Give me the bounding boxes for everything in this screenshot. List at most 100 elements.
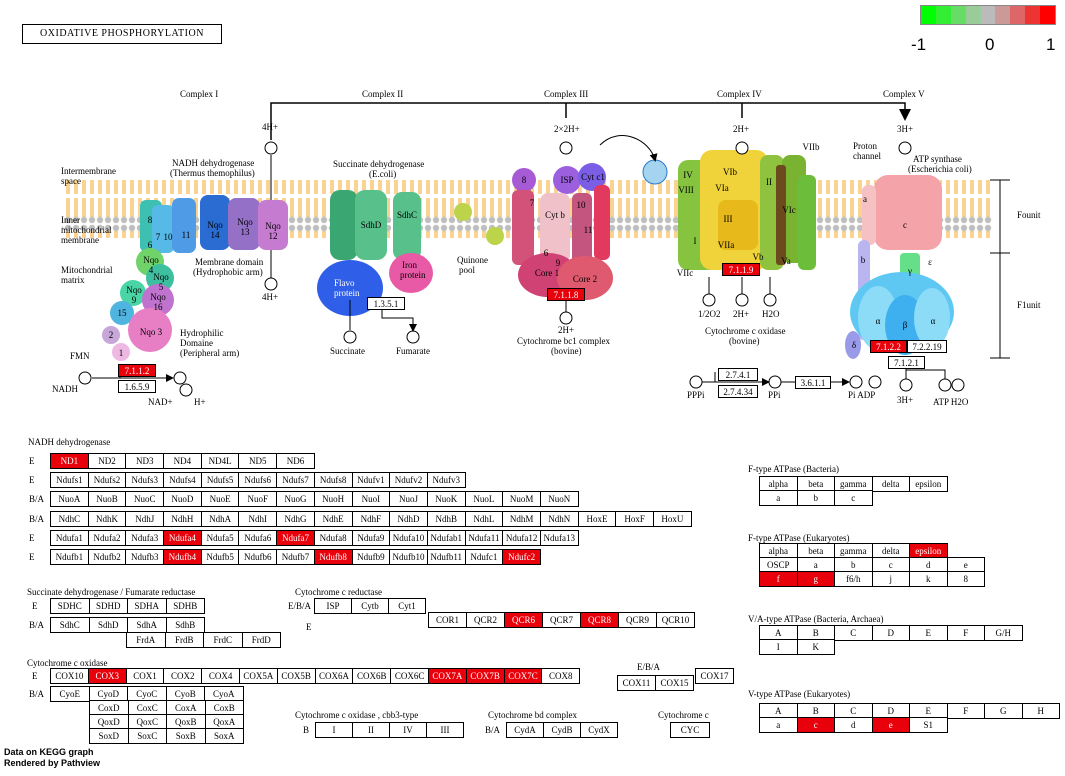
gene-nd4l[interactable]: ND4L [200,453,240,469]
gene-sdhc[interactable]: SDHC [50,598,90,614]
gene-cyt1[interactable]: Cyt1 [388,598,426,614]
gene-cor1[interactable]: COR1 [428,612,467,628]
gene-ndufs7[interactable]: Ndufs7 [276,472,315,488]
gene-cydx[interactable]: CydX [580,722,618,738]
gene-cyda[interactable]: CydA [506,722,544,738]
gene-ndufv3[interactable]: Ndufv3 [426,472,466,488]
gene-nuod[interactable]: NuoD [163,491,202,507]
gene-qcr6[interactable]: QCR6 [504,612,543,628]
gene-d[interactable]: d [834,717,873,733]
gene-g[interactable]: g [796,571,835,587]
gene-cox6c[interactable]: COX6C [390,668,429,684]
gene-cox2[interactable]: COX2 [163,668,203,684]
gene-nuog[interactable]: NuoG [276,491,315,507]
gene-ndufb9[interactable]: Ndufb9 [351,549,391,565]
gene-soxb[interactable]: SoxB [166,728,206,744]
gene-f6-h[interactable]: f6/h [834,571,873,587]
gene-cox15[interactable]: COX15 [655,675,694,691]
gene-cox8[interactable]: COX8 [541,668,581,684]
gene-ndufa1[interactable]: Ndufa1 [50,530,89,546]
gene-nuof[interactable]: NuoF [238,491,278,507]
gene-ndhk[interactable]: NdhK [87,511,127,527]
gene-hoxu[interactable]: HoxU [653,511,692,527]
gene-cytb[interactable]: Cytb [351,598,389,614]
gene-ndufb11[interactable]: Ndufb11 [426,549,466,565]
gene-ndufs6[interactable]: Ndufs6 [238,472,278,488]
gene-frda[interactable]: FrdA [126,632,166,648]
gene-c[interactable]: C [834,625,873,641]
gene-soxa[interactable]: SoxA [204,728,244,744]
ec-node-2-7-4-34[interactable]: 2.7.4.34 [718,385,758,398]
gene-8[interactable]: 8 [946,571,985,587]
gene-nuoc[interactable]: NuoC [125,491,165,507]
gene-qcr7[interactable]: QCR7 [542,612,581,628]
gene-ndufa10[interactable]: Ndufa10 [389,530,428,546]
gene-nd1[interactable]: ND1 [50,453,89,469]
gene-i[interactable]: I [315,722,353,738]
gene-cox5b[interactable]: COX5B [276,668,316,684]
gene-cox11[interactable]: COX11 [617,675,656,691]
gene-ndhj[interactable]: NdhJ [125,511,165,527]
gene-cox5a[interactable]: COX5A [238,668,278,684]
gene-nuoe[interactable]: NuoE [200,491,240,507]
gene-ndufa11[interactable]: Ndufa11 [464,530,504,546]
gene-qcr9[interactable]: QCR9 [618,612,657,628]
gene-ndufs5[interactable]: Ndufs5 [200,472,240,488]
gene-e[interactable]: e [871,717,910,733]
gene-cox6a[interactable]: COX6A [314,668,354,684]
gene-ndhf[interactable]: NdhF [351,511,391,527]
gene-sdha[interactable]: SdhA [127,617,167,633]
gene-nd5[interactable]: ND5 [238,453,278,469]
gene-cox10[interactable]: COX10 [50,668,89,684]
gene-ndufa5[interactable]: Ndufa5 [200,530,240,546]
gene-f[interactable]: f [759,571,798,587]
gene-qcr10[interactable]: QCR10 [656,612,695,628]
gene-cox1[interactable]: COX1 [125,668,165,684]
gene-cox7a[interactable]: COX7A [427,668,467,684]
gene-cox4[interactable]: COX4 [201,668,240,684]
gene-g-h[interactable]: G/H [984,625,1023,641]
gene-d[interactable]: D [871,625,910,641]
gene-cox7b[interactable]: COX7B [465,668,505,684]
gene-ndufa2[interactable]: Ndufa2 [87,530,127,546]
gene-ndha[interactable]: NdhA [200,511,240,527]
gene-h[interactable]: H [1021,703,1060,719]
gene-ndufb3[interactable]: Ndufb3 [125,549,165,565]
gene-nuon[interactable]: NuoN [539,491,579,507]
ec-node-7-1-2-1[interactable]: 7.1.2.1 [888,356,925,369]
gene-ndhl[interactable]: NdhL [464,511,504,527]
gene-ndhb[interactable]: NdhB [426,511,466,527]
gene-ndufa9[interactable]: Ndufa9 [351,530,391,546]
gene-a[interactable]: a [759,717,798,733]
gene-nd4[interactable]: ND4 [163,453,202,469]
gene-ndufb2[interactable]: Ndufb2 [87,549,127,565]
gene-cox17[interactable]: COX17 [695,668,734,684]
gene-i[interactable]: I [759,639,798,655]
gene-ndufb1[interactable]: Ndufb1 [50,549,89,565]
gene-f[interactable]: F [946,625,985,641]
ec-node-7-1-2-2[interactable]: 7.1.2.2 [870,340,907,353]
gene-ndhd[interactable]: NdhD [389,511,428,527]
gene-ndufa7[interactable]: Ndufa7 [276,530,315,546]
gene-soxc[interactable]: SoxC [127,728,167,744]
gene-ndhc[interactable]: NdhC [50,511,89,527]
gene-ndhe[interactable]: NdhE [313,511,353,527]
gene-ndufa3[interactable]: Ndufa3 [125,530,165,546]
gene-nuoj[interactable]: NuoJ [389,491,428,507]
gene-ndufb5[interactable]: Ndufb5 [200,549,240,565]
gene-b[interactable]: b [796,490,835,506]
gene-sdhc[interactable]: SdhC [50,617,90,633]
gene-c[interactable]: c [796,717,835,733]
gene-frdc[interactable]: FrdC [203,632,243,648]
gene-nuob[interactable]: NuoB [87,491,127,507]
gene-ndufb6[interactable]: Ndufb6 [238,549,278,565]
gene-ndufv1[interactable]: Ndufv1 [351,472,391,488]
gene-delta[interactable]: delta [871,476,910,492]
gene-g[interactable]: G [984,703,1023,719]
gene-nd3[interactable]: ND3 [125,453,165,469]
gene-cydb[interactable]: CydB [543,722,581,738]
gene-nuoa[interactable]: NuoA [50,491,89,507]
gene-ndhn[interactable]: NdhN [539,511,579,527]
gene-s1[interactable]: S1 [909,717,948,733]
gene-frdb[interactable]: FrdB [164,632,204,648]
